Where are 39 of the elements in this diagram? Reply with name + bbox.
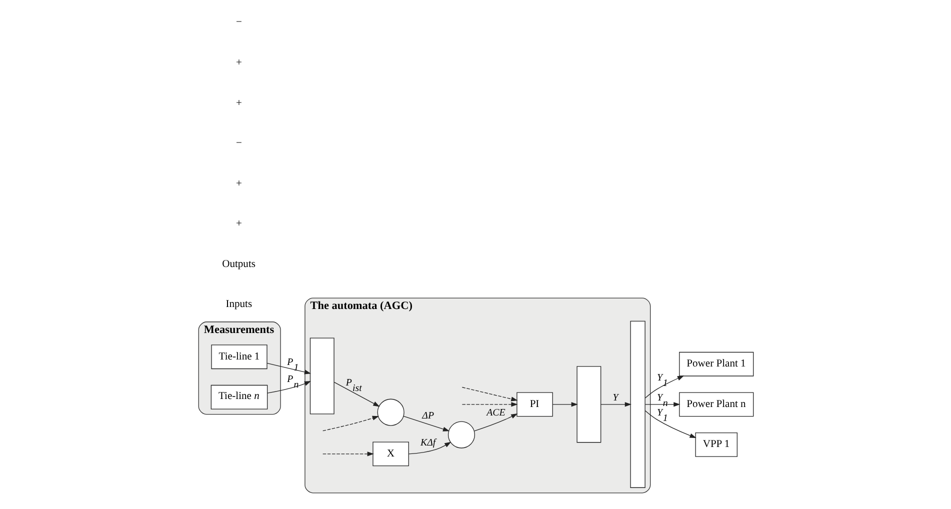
arrow [644, 410, 696, 438]
arrow [322, 416, 378, 432]
node-box: Power Plant n [678, 392, 754, 417]
label: + [235, 178, 242, 190]
arrow [473, 414, 518, 432]
label: + [235, 98, 242, 109]
node-box: Power Plant 1 [678, 352, 754, 376]
arrow [461, 386, 518, 402]
edge-label: Y [612, 392, 618, 404]
arrow [266, 381, 311, 394]
arrow [644, 376, 684, 398]
node-box: X [372, 442, 408, 466]
label: − [235, 17, 242, 28]
arrow [644, 402, 680, 407]
arrow [333, 382, 380, 407]
node-box [576, 366, 601, 443]
arrow [408, 442, 451, 454]
node-box: Tie-line 1 [210, 344, 267, 370]
arrow [461, 402, 518, 407]
edge-label: KΔf [420, 437, 436, 448]
node-circle [447, 421, 474, 448]
edge-label: ACE [486, 408, 505, 419]
label: Inputs [225, 299, 252, 310]
node-box: VPP 1 [694, 432, 737, 457]
label: − [235, 138, 242, 150]
arrow [402, 416, 450, 432]
label: Outputs [222, 258, 255, 270]
arrow [552, 402, 578, 407]
node-box: PI [516, 392, 552, 417]
arrow [322, 452, 374, 456]
label: + [235, 58, 242, 68]
node-circle [376, 398, 404, 426]
arrow [266, 362, 311, 374]
node-box: Tie-line n [210, 384, 268, 410]
arrow [600, 402, 631, 407]
node-box [309, 338, 334, 414]
edge-label: ΔP [422, 410, 434, 422]
label: + [235, 218, 242, 230]
node-bar [630, 320, 645, 488]
